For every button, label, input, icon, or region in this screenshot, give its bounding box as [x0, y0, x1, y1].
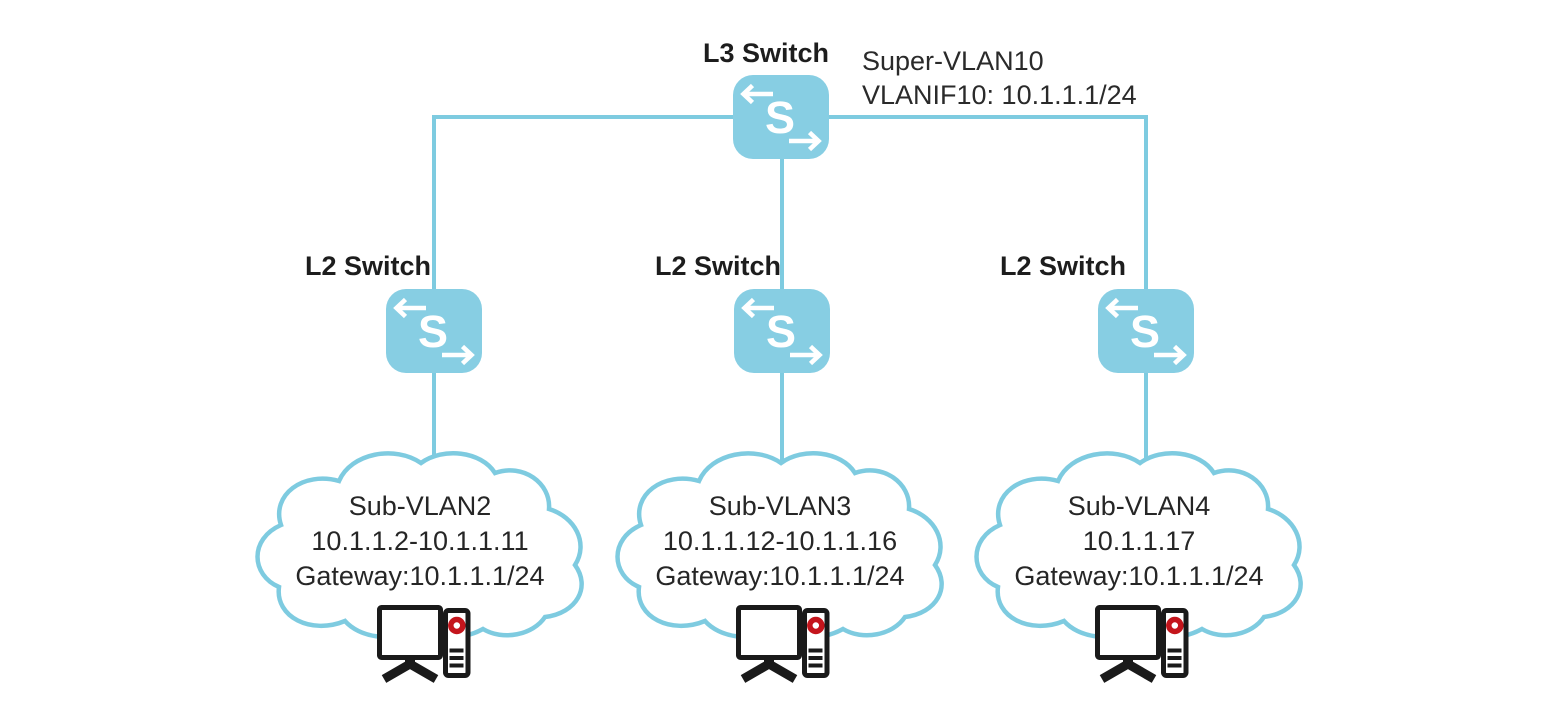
power-button: [1166, 616, 1184, 635]
l2-switch3-icon: S: [1098, 289, 1194, 373]
switch-letter: S: [418, 306, 448, 357]
cloud-shape: [255, 451, 584, 641]
arrow-right-icon: [790, 344, 823, 366]
monitor-neck: [764, 658, 774, 668]
arrow-left-icon: [741, 297, 774, 319]
subvlan4-info: Sub-VLAN4 10.1.1.17 Gateway:10.1.1.1/24: [979, 489, 1299, 594]
desktop-computer-icon: [1095, 605, 1189, 683]
arrow-left-icon: [1105, 297, 1138, 319]
power-button: [807, 616, 825, 635]
vent-slot: [808, 656, 823, 660]
arrow-right-icon: [442, 344, 475, 366]
subvlan-range: 10.1.1.17: [1082, 526, 1196, 556]
monitor: [377, 605, 443, 660]
l3-switch-icon: S: [733, 75, 829, 159]
switch-letter: S: [765, 92, 795, 143]
supervlan-name: Super-VLAN10: [862, 46, 1044, 76]
l2-switch1-icon: S: [386, 289, 482, 373]
subvlan2-info: Sub-VLAN2 10.1.1.2-10.1.1.11 Gateway:10.…: [260, 489, 580, 594]
subvlan-gateway: Gateway:10.1.1.1/24: [295, 561, 545, 591]
monitor: [736, 605, 802, 660]
subvlan-name: Sub-VLAN3: [708, 491, 852, 521]
subvlan4-cloud: [974, 451, 1303, 641]
monitor: [1095, 605, 1161, 660]
vent-slot: [449, 648, 464, 653]
arrow-right-icon: [1154, 344, 1187, 366]
vent-slot: [1167, 656, 1182, 660]
monitor-feet: [1099, 660, 1157, 683]
monitor-neck: [405, 658, 415, 668]
switch-letter: S: [766, 306, 796, 357]
supervlan-annotation: Super-VLAN10 VLANIF10: 10.1.1.1/24: [862, 44, 1137, 112]
subvlan3-cloud: [615, 451, 944, 641]
cloud-shape: [974, 451, 1303, 641]
arrow-right-icon: [789, 130, 822, 152]
l2-switch1-label: L2 Switch: [305, 251, 432, 281]
subvlan-range: 10.1.1.12-10.1.1.16: [662, 526, 898, 556]
arrow-left-icon: [393, 297, 426, 319]
vlanif-address: VLANIF10: 10.1.1.1/24: [862, 80, 1137, 110]
l3-switch-label: L3 Switch: [703, 38, 830, 68]
subvlan-gateway: Gateway:10.1.1.1/24: [655, 561, 905, 591]
subvlan3-info: Sub-VLAN3 10.1.1.12-10.1.1.16 Gateway:10…: [620, 489, 940, 594]
subvlan-name: Sub-VLAN4: [1067, 491, 1211, 521]
desktop-computer-icon: [377, 605, 471, 683]
subvlan-range: 10.1.1.2-10.1.1.11: [311, 526, 529, 556]
l2-switch3-label: L2 Switch: [1000, 251, 1127, 281]
switch-letter: S: [1130, 306, 1160, 357]
subvlan-gateway: Gateway:10.1.1.1/24: [1014, 561, 1264, 591]
cloud-shape: [615, 451, 944, 641]
arrow-left-icon: [740, 83, 773, 105]
subvlan2-cloud: [255, 451, 584, 641]
vent-slot: [1167, 663, 1182, 668]
desktop-computer-icon: [736, 605, 830, 683]
monitor-neck: [1123, 658, 1133, 668]
monitor-feet: [740, 660, 798, 683]
monitor-feet: [381, 660, 439, 683]
l2-switch2-label: L2 Switch: [655, 251, 782, 281]
vent-slot: [449, 663, 464, 668]
vent-slot: [1167, 648, 1182, 653]
l2-switch2-icon: S: [734, 289, 830, 373]
subvlan-name: Sub-VLAN2: [348, 491, 492, 521]
vent-slot: [808, 648, 823, 653]
vent-slot: [808, 663, 823, 668]
power-button: [448, 616, 466, 635]
vent-slot: [449, 656, 464, 660]
